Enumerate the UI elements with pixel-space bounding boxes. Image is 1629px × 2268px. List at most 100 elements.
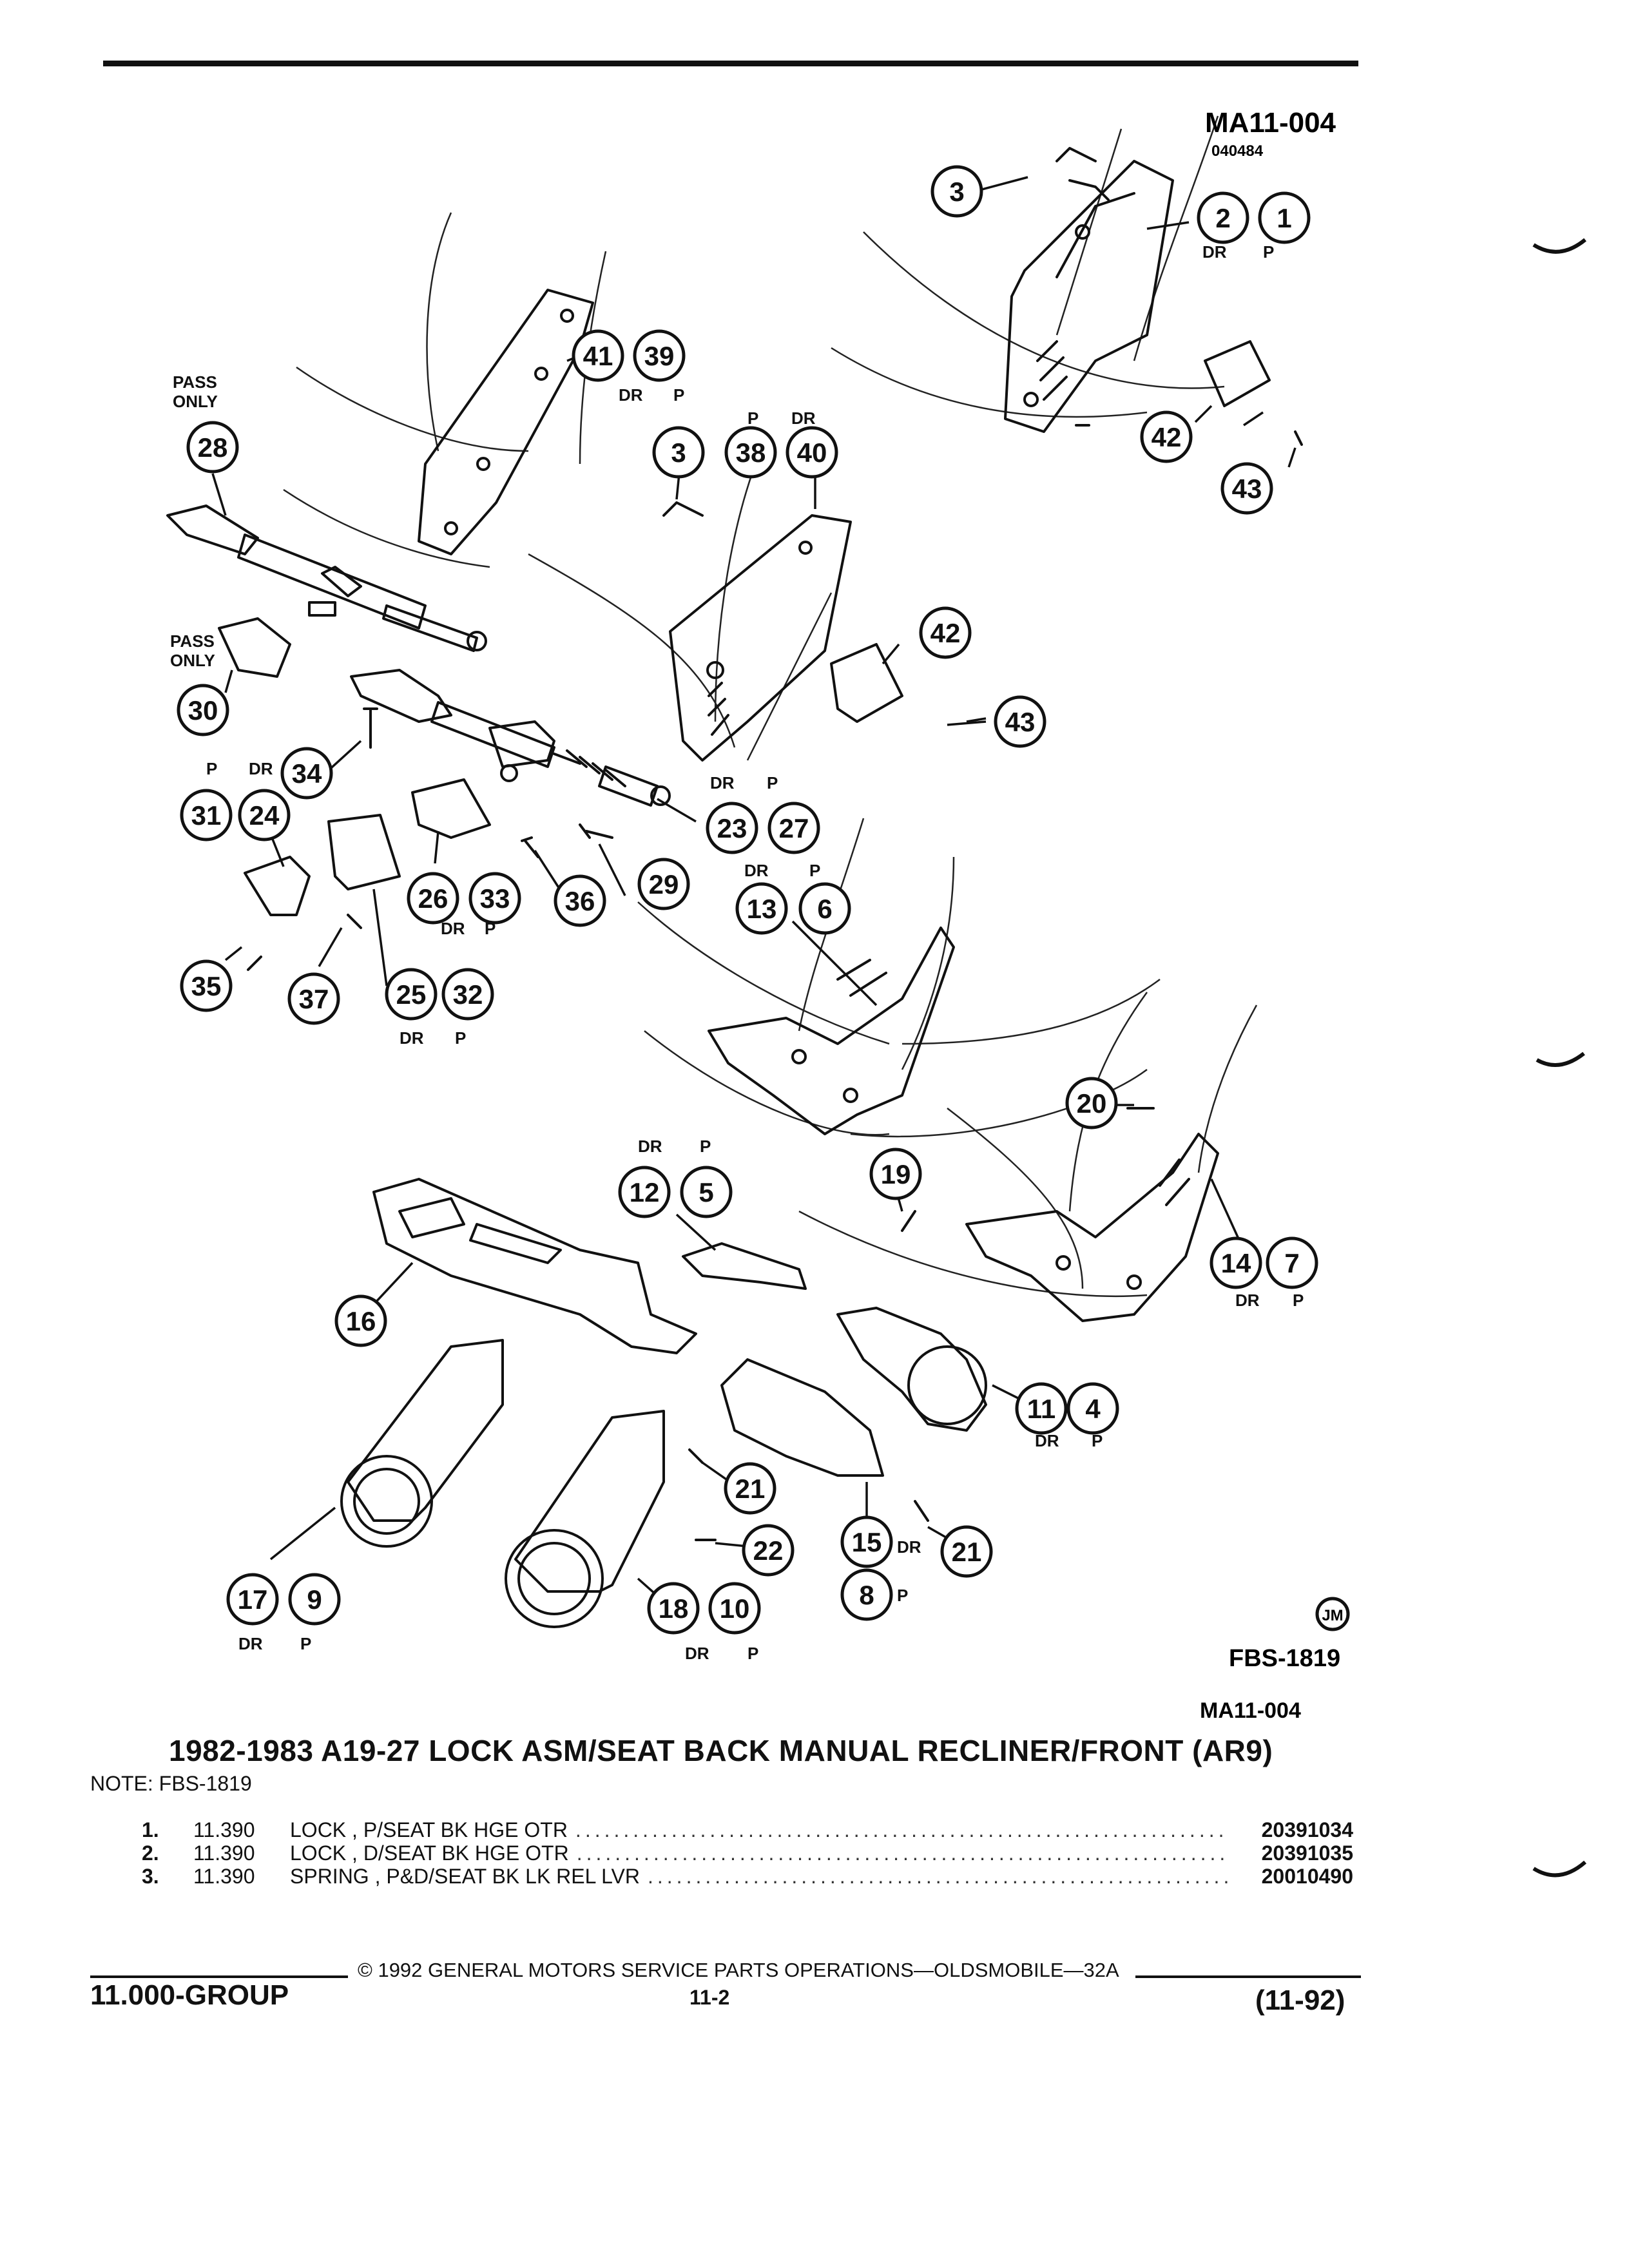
callout-18: 18 (647, 1582, 700, 1635)
callout-25: 25 (385, 968, 438, 1021)
svg-text:19: 19 (881, 1159, 911, 1189)
tag-p: P (809, 861, 820, 880)
svg-text:3: 3 (671, 437, 686, 468)
lever-cap (830, 643, 903, 723)
callout-2: 2 (1197, 191, 1249, 244)
callout-9: 9 (288, 1573, 341, 1626)
note-text: NOTE: FBS-1819 (90, 1772, 252, 1795)
callout-29: 29 (637, 858, 690, 910)
callout-27: 27 (767, 802, 820, 854)
svg-text:16: 16 (346, 1306, 376, 1336)
lever-cap-upper (1204, 340, 1271, 407)
callout-30: 30 (177, 684, 229, 736)
svg-text:1: 1 (1277, 203, 1291, 233)
tag-p: P (455, 1028, 466, 1048)
svg-text:10: 10 (720, 1593, 750, 1624)
hinge-assembly-lower-right (965, 1133, 1219, 1322)
callout-35: 35 (180, 959, 233, 1012)
jm-logo: JM (1315, 1597, 1350, 1631)
tag-dr: DR (1235, 1291, 1260, 1310)
callout-7: 7 (1266, 1236, 1318, 1289)
callout-8: 8 (840, 1568, 893, 1621)
svg-text:5: 5 (699, 1177, 713, 1207)
svg-text:2: 2 (1215, 203, 1230, 233)
svg-text:18: 18 (659, 1593, 689, 1624)
footer-copyright: © 1992 GENERAL MOTORS SERVICE PARTS OPER… (358, 1959, 1119, 1981)
screws-21-22 (688, 1448, 929, 1541)
trim-15 (720, 1358, 884, 1477)
svg-text:35: 35 (191, 971, 222, 1001)
tag-pass: PASS (170, 631, 215, 651)
callout-24: 24 (238, 789, 291, 841)
leader-dots: ........................................… (576, 1841, 1229, 1865)
tag-p: P (206, 759, 217, 778)
svg-text:43: 43 (1005, 707, 1036, 737)
callout-41: 41 (572, 329, 624, 382)
screws-35-37 (247, 914, 362, 971)
callout-39: 39 (633, 329, 686, 382)
tag-p: P (747, 408, 758, 428)
callout-12: 12 (618, 1166, 671, 1218)
footer-page-number: 11-2 (689, 1986, 730, 2009)
callout-10: 10 (708, 1582, 761, 1635)
illustration-date: 040484 (1211, 142, 1264, 160)
tag-pass: PASS (173, 372, 217, 392)
exploded-parts-diagram: 1233456789101112131415161718192021212223… (166, 107, 1586, 1723)
callout-28: 28 (186, 421, 239, 474)
cover-17 (347, 1339, 504, 1522)
callout-43: 43 (994, 695, 1046, 748)
leader-dots: ........................................… (575, 1818, 1229, 1841)
spring-3-lower (662, 501, 704, 517)
tag-dr: DR (1202, 242, 1227, 262)
callout-3: 3 (930, 165, 983, 218)
bolt-29 (579, 823, 613, 839)
group-number: 11.390 (193, 1841, 255, 1865)
part-number: 20391035 (1261, 1841, 1353, 1865)
top-rule (103, 61, 1358, 66)
tag-p: P (897, 1586, 908, 1605)
tag-p: P (300, 1634, 311, 1653)
svg-text:41: 41 (583, 341, 613, 371)
screw-34 (363, 707, 378, 749)
tag-only: ONLY (170, 651, 215, 670)
tag-dr: DR (441, 919, 465, 938)
callout-34: 34 (280, 747, 333, 800)
margin-marks (1532, 238, 1586, 1067)
tag-dr: DR (685, 1644, 709, 1663)
svg-text:29: 29 (649, 869, 679, 899)
recliner-rod-upper (166, 505, 487, 652)
cover-panels (340, 1178, 987, 1628)
callout-36: 36 (554, 874, 606, 927)
part-number-index: 3. (142, 1865, 159, 1888)
svg-text:11: 11 (1027, 1394, 1055, 1424)
svg-text:17: 17 (238, 1584, 268, 1615)
tag-dr: DR (400, 1028, 424, 1048)
svg-text:38: 38 (736, 437, 766, 468)
screws-43 (1075, 424, 1303, 446)
svg-text:33: 33 (480, 883, 510, 914)
hinge-assembly-upper-right (1004, 160, 1174, 433)
tag-dr: DR (744, 861, 769, 880)
callout-3: 3 (652, 426, 705, 479)
group-number: 11.390 (193, 1818, 255, 1841)
hinge-assembly-lower-middle (708, 927, 955, 1135)
svg-text:12: 12 (630, 1177, 660, 1207)
trim-12 (682, 1242, 807, 1290)
illustration-code: MA11-004 (1205, 107, 1336, 139)
svg-text:4: 4 (1085, 1394, 1101, 1424)
outer-cover-16 (372, 1178, 697, 1354)
page-title: 1982-1983 A19-27 LOCK ASM/SEAT BACK MANU… (169, 1734, 1273, 1767)
tag-p: P (673, 385, 684, 405)
svg-text:30: 30 (188, 695, 218, 726)
callout-40: 40 (786, 426, 838, 479)
svg-text:37: 37 (299, 984, 329, 1014)
part-number-index: 2. (142, 1841, 159, 1865)
svg-text:27: 27 (779, 813, 809, 843)
tag-dr: DR (710, 773, 735, 793)
callout-21: 21 (940, 1525, 993, 1578)
svg-text:26: 26 (418, 883, 448, 914)
pass-only-bracket (218, 617, 291, 678)
callout-16: 16 (334, 1294, 387, 1347)
